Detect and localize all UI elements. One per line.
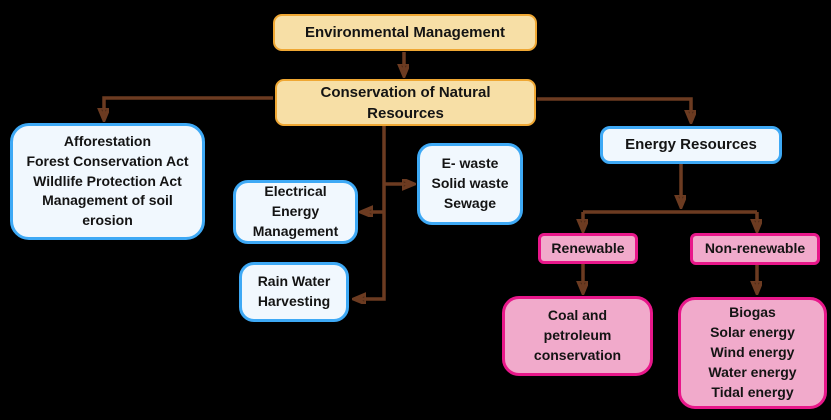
node-non-renewable: Non-renewable: [690, 233, 820, 265]
node-environmental-management: Environmental Management: [273, 14, 537, 51]
connector-conservation-to-energy-resources: [537, 97, 691, 121]
node-rain-water-harvesting: Rain Water Harvesting: [239, 262, 349, 322]
node-renewable: Renewable: [538, 233, 638, 264]
node-conservation-of-natural-resources: Conservation of Natural Resources: [275, 79, 536, 126]
node-coal-petroleum-conservation: Coal and petroleum conservation: [502, 296, 653, 376]
connector-conservation-to-afforestation: [104, 96, 273, 119]
node-afforestation-group: Afforestation Forest Conservation Act Wi…: [10, 123, 205, 240]
node-electrical-energy-management: Electrical Energy Management: [233, 180, 358, 244]
node-energy-types-group: Biogas Solar energy Wind energy Water en…: [678, 297, 827, 409]
node-energy-resources: Energy Resources: [600, 126, 782, 164]
node-waste-group: E- waste Solid waste Sewage: [417, 143, 523, 225]
